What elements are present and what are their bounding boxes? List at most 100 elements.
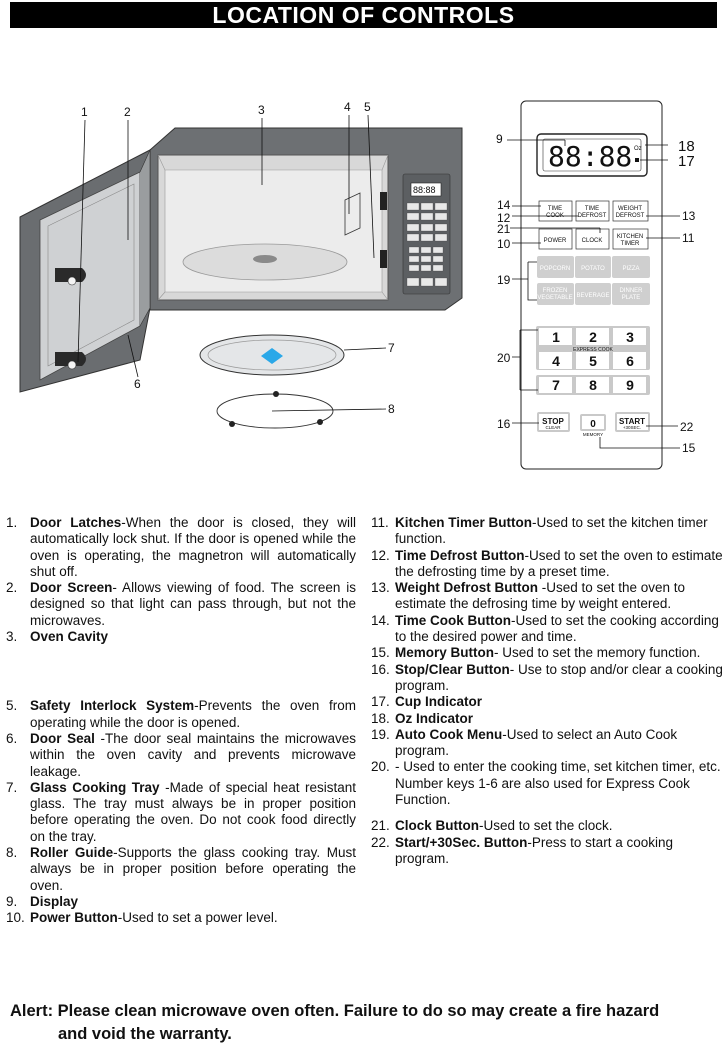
callout-7: 7 [388,341,395,355]
callout-1: 1 [81,105,88,119]
svg-text:88:88: 88:88 [413,185,436,195]
svg-text:CLOCK: CLOCK [582,238,603,244]
alert-warning: Alert: Please clean microwave oven often… [10,1000,722,1046]
svg-text:0: 0 [590,419,596,430]
callout-3: 3 [258,103,265,117]
item-number-keys: 20.- Used to enter the cooking time, set… [371,759,721,808]
key-8[interactable] [576,377,609,393]
descriptions-right-column: 11.Kitchen Timer Button-Used to set the … [371,515,725,867]
express-cook-label: EXPRESS COOK [573,347,613,353]
svg-text:START: START [619,417,645,426]
svg-text:KITCHEN: KITCHEN [617,234,643,240]
item-door-screen: 2.Door Screen- Allows viewing of food. T… [6,580,356,628]
power-button[interactable] [538,228,573,250]
item-glass-tray: 7.Glass Cooking Tray -Made of special he… [6,779,356,844]
item-power-button: 10.Power Button-Used to set a power leve… [6,910,278,926]
svg-text:PIZZA: PIZZA [622,266,639,272]
alert-line-1: Alert: Please clean microwave oven often… [10,1002,660,1020]
svg-text:DEFROST: DEFROST [578,213,607,219]
key-9[interactable] [613,377,646,393]
svg-text:TIMER: TIMER [621,241,640,247]
control-panel-illustration: 88:88 Oz TIME COOK TIME DEFROST WEIGHT D… [496,100,696,470]
potato-button[interactable] [575,256,611,278]
callout-12: 12 [497,211,511,225]
descriptions-left-column: 1.Door Latches-When the door is closed, … [6,515,356,927]
svg-text:POWER: POWER [544,238,567,244]
callout-10: 10 [497,237,511,251]
item-door-latches: 1.Door Latches-When the door is closed, … [6,515,356,579]
callout-6: 6 [134,377,141,391]
svg-text:1: 1 [552,329,560,345]
door-latch-top [55,268,86,282]
interlock-part-bottom [380,250,387,268]
callout-8: 8 [388,402,395,416]
key-5[interactable] [576,352,609,369]
svg-text:9: 9 [626,377,634,393]
item-oven-cavity: 3.Oven Cavity [6,629,109,645]
time-defrost-button[interactable] [575,200,610,222]
callout-18: 18 [678,138,695,155]
alert-line-2: and void the warranty. [58,1025,232,1043]
callout-20: 20 [497,351,511,365]
key-2[interactable] [576,328,609,345]
svg-text:DEFROST: DEFROST [616,213,645,219]
item-display: 9.Display [6,893,79,909]
controls-diagram: 88:88 [19,100,696,470]
svg-text:CLEAR: CLEAR [545,425,561,430]
callout-16: 16 [497,417,511,431]
key-6[interactable] [613,352,646,369]
kitchen-timer-button[interactable] [612,228,649,250]
svg-text:TIME: TIME [585,206,599,212]
dinner-plate-button[interactable] [612,283,650,305]
svg-text:STOP: STOP [542,417,564,426]
svg-text:5: 5 [589,353,597,369]
item-safety-interlock: 5.Safety Interlock System-Prevents the o… [6,698,356,730]
frozen-vegetable-button[interactable] [537,283,574,305]
item-stop-clear: 16.Stop/Clear Button- Use to stop and/or… [371,661,723,693]
weight-defrost-button[interactable] [612,200,649,222]
svg-text:BEVERAGE: BEVERAGE [576,293,609,299]
svg-text:3: 3 [626,329,634,345]
callout-4: 4 [344,100,351,114]
item-weight-defrost: 13.Weight Defrost Button -Used to set th… [371,580,686,612]
svg-text:WEIGHT: WEIGHT [618,206,642,212]
svg-text:8: 8 [589,377,597,393]
door-seal [139,149,151,327]
callout-2: 2 [124,105,131,119]
svg-text:POTATO: POTATO [581,266,605,272]
callout-22: 22 [680,420,694,434]
svg-text:2: 2 [589,329,597,345]
svg-text:+30SEC.: +30SEC. [623,425,641,430]
item-time-cook: 14.Time Cook Button-Used to set the cook… [371,612,719,645]
svg-text:DINNER: DINNER [619,288,643,294]
key-1[interactable] [539,328,572,345]
key-4[interactable] [539,352,572,369]
display-digits: 88:88 [548,140,632,173]
svg-text:PLATE: PLATE [622,295,641,301]
item-auto-cook: 19.Auto Cook Menu-Used to select an Auto… [371,726,678,759]
svg-text:7: 7 [552,377,560,393]
svg-text:POPCORN: POPCORN [540,266,570,272]
callout-21: 21 [497,222,511,236]
popcorn-button[interactable] [537,256,574,278]
svg-text:FROZEN: FROZEN [543,288,568,294]
key-7[interactable] [539,377,572,393]
svg-text:6: 6 [626,353,634,369]
callout-14: 14 [497,198,511,212]
page-title: LOCATION OF CONTROLS [10,2,717,28]
display-window [536,133,648,177]
beverage-button[interactable] [575,283,611,305]
item-door-seal: 6.Door Seal -The door seal maintains the… [6,730,356,779]
item-start-button: 22.Start/+30Sec. Button-Press to start a… [371,834,673,866]
item-clock-button: 21.Clock Button-Used to set the clock. [371,818,613,834]
tray-coupler-diamond [261,348,283,364]
pizza-button[interactable] [612,256,650,278]
callout-13: 13 [682,209,696,223]
key-3[interactable] [613,328,646,345]
callout-19: 19 [497,273,511,287]
callout-17: 17 [678,153,695,170]
callout-5: 5 [364,100,371,114]
microwave-oven-illustration: 88:88 [19,100,463,429]
clock-button[interactable] [575,228,610,250]
interlock-part-top [380,192,387,210]
